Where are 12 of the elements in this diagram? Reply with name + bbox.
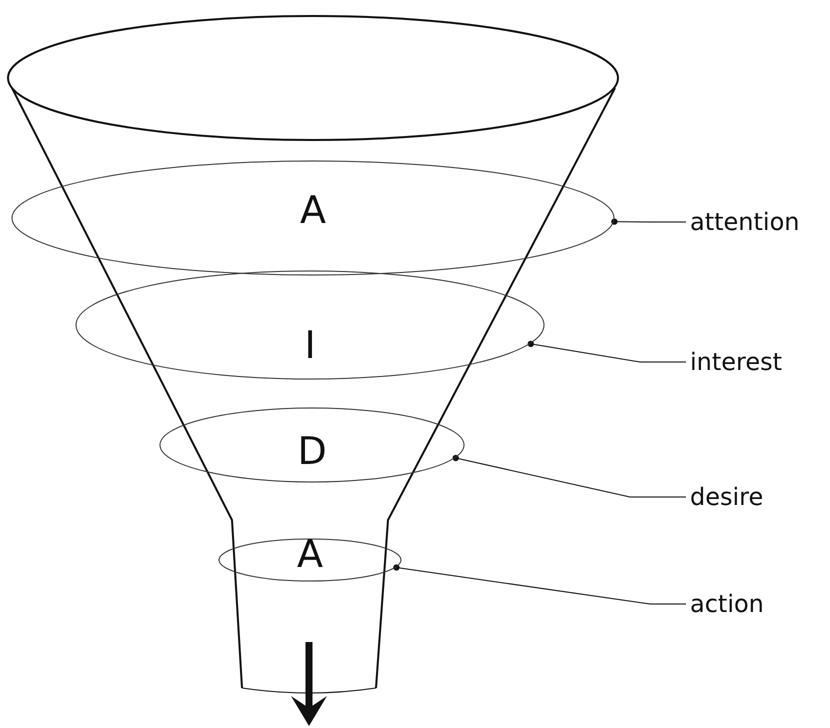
stage-letter: A [297,535,323,573]
stage-label: action [690,592,764,616]
leader-line [611,218,686,225]
stage-letter: A [300,191,326,229]
leader-line [528,340,686,362]
leader-line [452,454,686,498]
leader-line [393,564,686,604]
stage-letter: D [298,432,327,470]
stage-letter: I [304,326,316,364]
stage-label: attention [690,210,800,234]
stage-label: interest [690,350,782,374]
stage-label: desire [690,485,764,509]
